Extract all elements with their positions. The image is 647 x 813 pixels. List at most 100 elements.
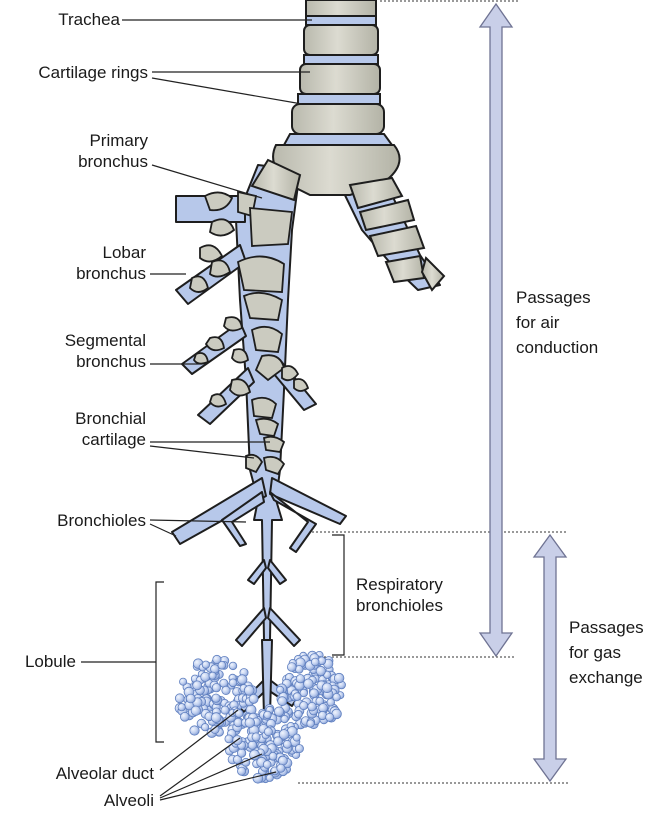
respiratory-bronchioles-label: Respiratory bronchioles [356,574,466,616]
alveolus [325,712,335,722]
alveoli-clusters [174,650,346,784]
primary-bronchus-label: Primary bronchus [20,130,148,172]
respiratory-bronchioles-line1: Respiratory [356,575,443,594]
alveolus [234,709,244,718]
alveolus [174,693,185,704]
air-conduction-arrow [478,2,514,658]
lobar-bronchus-line1: Lobar [102,243,146,262]
bronchioles-label: Bronchioles [57,511,146,530]
alveolus [263,710,272,720]
alveolus [217,660,227,670]
alveolus [192,680,203,691]
trachea-label: Trachea [58,10,120,29]
alveolus [210,712,222,723]
alveolus [277,696,288,707]
alveolus [200,671,211,682]
alveolus [243,685,255,696]
bronchial-cartilage-line1: Bronchial [75,409,146,428]
alveolus [244,717,256,728]
gas-exchange-line2: for gas [569,643,621,662]
lobule-label: Lobule [24,652,76,671]
lobule-bracket [81,581,164,743]
alveolus [282,739,292,749]
segmental-bronchus-label: Segmental bronchus [10,330,146,372]
lobar-bronchus-label: Lobar bronchus [20,242,146,284]
alveoli-label: Alveoli [103,791,154,810]
alveolus [273,706,285,717]
alveolus [310,657,320,667]
bronchial-cartilage-label: Bronchial cartilage [10,408,146,450]
alveolus [236,674,248,685]
segmental-bronchus-line1: Segmental [64,331,146,350]
alveolus [247,740,258,750]
gas-exchange-line3: exchange [569,668,643,687]
alveolus [294,709,303,719]
alveolus [201,723,210,732]
trachea [250,0,446,292]
alveolus [286,662,297,672]
alveolus [299,688,308,698]
air-conduction-line2: for air [516,313,560,332]
alveolus [263,727,273,737]
alveolus [232,754,243,765]
alveolus [190,705,201,716]
alveolus [265,773,274,782]
alveolus [307,702,317,712]
alveolus [262,760,272,769]
alveolus [211,683,221,693]
alveolus [224,734,234,744]
alveolus [321,682,333,694]
cartilage-plates [189,190,310,476]
alveolus [212,654,222,665]
gas-exchange-line1: Passages [569,618,644,637]
alveolar-duct-label: Alveolar duct [55,764,154,783]
segmental-bronchus-line2: bronchus [76,352,146,371]
alveolus [211,693,221,703]
alveolus [333,672,345,684]
alveolus [201,660,210,669]
alveolus [268,751,278,761]
leader-lines [122,19,312,801]
alveolus [177,703,186,712]
air-conduction-line1: Passages [516,288,591,307]
alveolus [306,719,315,728]
gas-exchange-arrow [532,533,568,783]
alveolus [221,685,231,696]
alveolus [251,732,261,742]
alveolus [273,736,283,746]
alveolus [228,678,238,688]
primary-bronchus-line2: bronchus [78,152,148,171]
alveolus [210,724,220,735]
alveolus [315,665,326,677]
alveolus [276,685,285,694]
alveolus [189,725,200,736]
alveolus [220,705,230,715]
bronchial-cartilage-line2: cartilage [81,430,146,449]
alveolus [179,677,188,686]
alveolus [299,701,309,711]
alveolus [309,688,319,698]
primary-bronchus-line1: Primary [89,131,148,150]
alveolus [280,714,289,724]
cartilage-rings-label: Cartilage rings [38,63,148,82]
alveolus [276,763,286,773]
lobar-bronchus-line2: bronchus [76,264,146,283]
alveolus [185,693,196,704]
alveolus [292,733,301,742]
alveolus [292,692,302,701]
respiratory-bronchioles-bracket [332,534,345,656]
alveolus [332,693,341,702]
alveolus [295,674,305,684]
alveolus [237,766,247,776]
alveolus [237,748,247,758]
alveolus [252,772,264,784]
air-conduction-line3: conduction [516,338,599,357]
alveolus [278,729,290,740]
gas-exchange-label: Passages for gas exchange [569,615,645,690]
guide-lines [298,0,568,784]
alveolus [228,661,238,671]
alveolus [180,711,190,722]
alveolus [208,671,217,680]
alveolus [294,744,304,754]
